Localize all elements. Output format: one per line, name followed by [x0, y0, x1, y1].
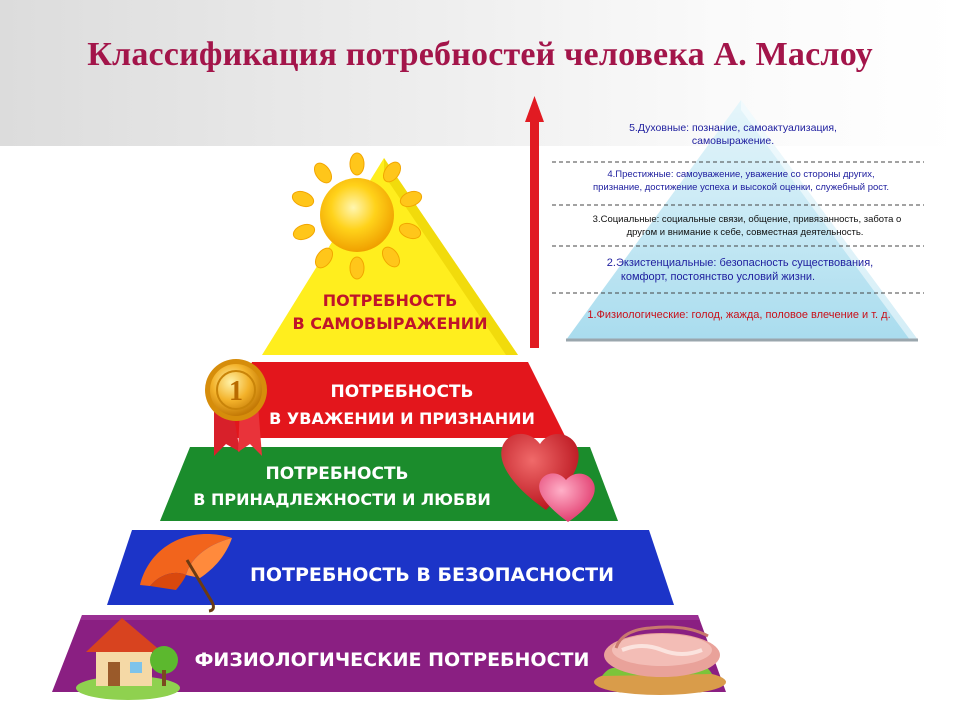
side-item-4-line1: 4.Престижные: самоуважение, уважение со … [607, 169, 874, 180]
side-item-2-line1: 2.Экзистенциальные: безопасность существ… [607, 257, 873, 269]
food-icon [594, 625, 726, 695]
side-item-1-line1: 1.Физиологические: голод, жажда, половое… [587, 309, 890, 321]
umbrella-icon [140, 534, 232, 613]
side-item-3-line1: 3.Социальные: социальные связи, общение,… [593, 214, 902, 225]
level5-label-line2: В САМОВЫРАЖЕНИИ [293, 314, 488, 333]
level4-band [218, 362, 566, 438]
header-band [0, 0, 960, 146]
level4-label-line2: В УВАЖЕНИИ И ПРИЗНАНИИ [269, 409, 535, 428]
side-item-5-line1: 5.Духовные: познание, самоактуализация, [629, 122, 837, 134]
arrow-up-icon [525, 96, 544, 348]
side-item-2-line2: комфорт, постоянство условий жизни. [621, 271, 815, 283]
side-pyramid [566, 100, 918, 340]
medal-number: 1 [229, 376, 243, 407]
side-separators [552, 161, 924, 294]
medal-icon: 1 [205, 359, 267, 456]
level4-label-line1: ПОТРЕБНОСТЬ [330, 382, 473, 402]
page-title: Классификация потребностей человека А. М… [87, 36, 873, 73]
level1-label: ФИЗИОЛОГИЧЕСКИЕ ПОТРЕБНОСТИ [195, 649, 590, 671]
level1-band [52, 615, 726, 692]
level2-label: ПОТРЕБНОСТЬ В БЕЗОПАСНОСТИ [250, 564, 614, 586]
side-item-4-line2: признание, достижение успеха и высокой о… [593, 182, 889, 193]
side-item-3-line2: другом и внимание к себе, совместная дея… [627, 227, 864, 238]
level5-label-line1: ПОТРЕБНОСТЬ [323, 291, 458, 310]
level3-label-line1: ПОТРЕБНОСТЬ [265, 464, 408, 484]
level2-band [107, 530, 674, 605]
house-icon [76, 618, 180, 700]
level3-label-line2: В ПРИНАДЛЕЖНОСТИ И ЛЮБВИ [193, 490, 491, 509]
sun-icon [291, 152, 423, 280]
side-item-5-line2: самовыражение. [692, 135, 774, 147]
hearts-icon [501, 433, 595, 522]
level3-band [160, 447, 618, 521]
